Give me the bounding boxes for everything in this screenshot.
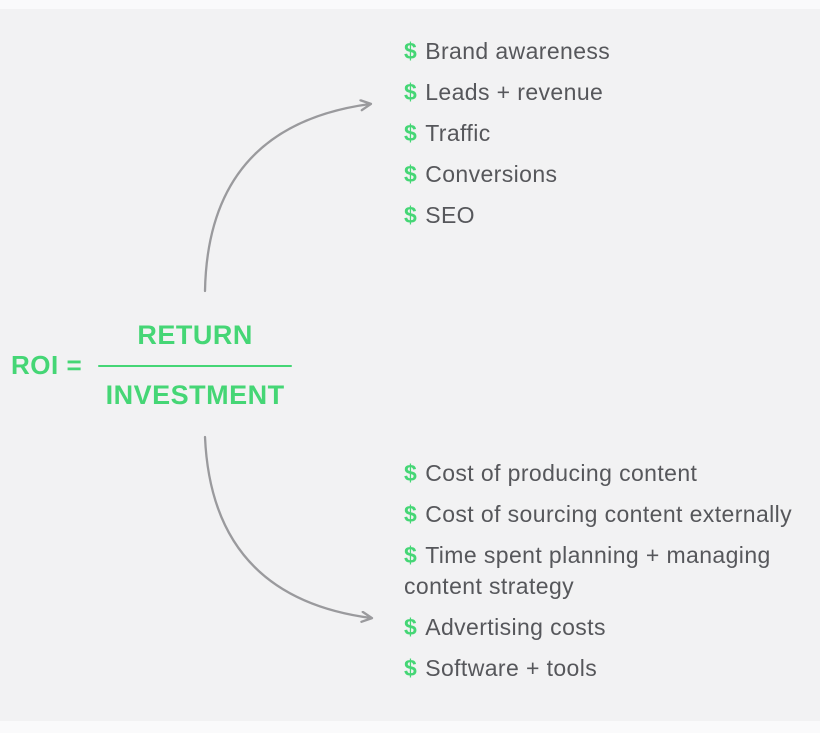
dollar-icon: $ (404, 542, 418, 568)
dollar-icon: $ (404, 38, 418, 64)
list-item: $ Brand awareness (404, 36, 804, 67)
top-edge-strip (0, 0, 820, 9)
list-item: $ Conversions (404, 159, 804, 190)
dollar-icon: $ (404, 79, 418, 105)
list-item: $ Advertising costs (404, 612, 820, 643)
list-item: $ Leads + revenue (404, 77, 804, 108)
list-item-label: Advertising costs (425, 614, 606, 640)
list-item-label: Traffic (425, 120, 491, 146)
list-item-label: Time spent planning + managing content s… (404, 542, 771, 599)
dollar-icon: $ (404, 120, 418, 146)
returns-list: $ Brand awareness $ Leads + revenue $ Traff… (404, 36, 804, 241)
list-item: $ Traffic (404, 118, 804, 149)
list-item: $ SEO (404, 200, 804, 231)
list-item-label: Leads + revenue (425, 79, 604, 105)
list-item: $ Software + tools (404, 653, 820, 684)
list-item-label: Brand awareness (425, 38, 611, 64)
list-item-label: Cost of sourcing content externally (425, 501, 793, 527)
investments-list: $ Cost of producing content $ Cost of sour… (404, 458, 820, 694)
dollar-icon: $ (404, 460, 418, 486)
list-item: $ Cost of sourcing content externally (404, 499, 820, 530)
list-item-label: Conversions (425, 161, 558, 187)
formula-lhs: ROI = (11, 349, 83, 380)
dollar-icon: $ (404, 655, 418, 681)
list-item: $Time spent planning + managing content … (404, 540, 820, 602)
curved-arrow-up-right-icon (203, 104, 370, 293)
dollar-icon: $ (404, 501, 418, 527)
list-item-label: Cost of producing content (425, 460, 698, 486)
curved-arrow-down-right-icon (203, 435, 371, 618)
list-item: $ Cost of producing content (404, 458, 820, 489)
dollar-icon: $ (404, 614, 418, 640)
roi-formula: ROI = RETURN INVESTMENT (11, 320, 293, 410)
fraction: RETURN INVESTMENT (98, 320, 293, 410)
fraction-denominator: INVESTMENT (105, 380, 285, 410)
list-item-label: Software + tools (425, 655, 598, 681)
dollar-icon: $ (404, 161, 418, 187)
list-item-label: SEO (425, 202, 475, 228)
fraction-bar (98, 365, 293, 367)
fraction-numerator: RETURN (137, 320, 253, 350)
bottom-edge-strip (0, 721, 820, 733)
dollar-icon: $ (404, 202, 418, 228)
